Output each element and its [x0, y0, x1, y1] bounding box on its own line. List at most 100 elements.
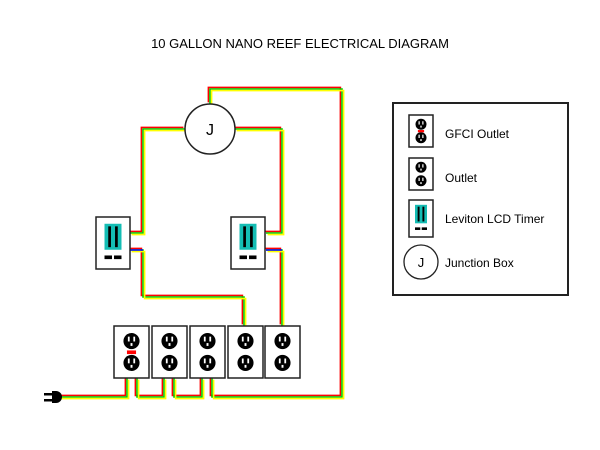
socket-face	[123, 354, 140, 371]
wire-ground	[60, 378, 128, 398]
socket-slot	[422, 134, 424, 138]
socket-slot	[241, 336, 244, 342]
legend: GFCI Outlet Outlet Leviton LCD Timer Jun…	[392, 102, 569, 296]
timer-screen	[104, 223, 122, 250]
socket-face	[161, 354, 178, 371]
timer-bar	[115, 226, 118, 248]
socket-slot	[418, 121, 420, 125]
wire-neutral	[236, 129, 285, 236]
socket-face	[237, 333, 254, 350]
socket-slot	[247, 358, 250, 364]
wire-ground	[209, 88, 343, 398]
socket-ground	[420, 139, 422, 142]
wire-hot	[264, 247, 282, 325]
socket-ground	[168, 364, 171, 368]
wire-neutral	[267, 250, 285, 328]
socket-ground	[168, 343, 171, 346]
socket-slot	[203, 358, 206, 364]
socket-slot	[278, 336, 281, 342]
wire-hot	[128, 126, 184, 233]
wire-hot	[134, 376, 164, 397]
socket-slot	[209, 336, 212, 342]
socket-ground	[206, 343, 209, 346]
timer-button	[415, 227, 421, 230]
timer-left	[95, 216, 131, 270]
socket-slot	[209, 358, 212, 364]
legend-label-outlet: Outlet	[445, 171, 478, 185]
wire-hot	[207, 86, 342, 397]
socket-slot	[418, 134, 420, 138]
socket-face	[274, 354, 291, 371]
socket-ground	[420, 125, 422, 128]
plug-prong	[44, 399, 52, 402]
socket-slot	[133, 336, 136, 342]
outlet-icon	[408, 157, 434, 191]
socket-slot	[247, 336, 250, 342]
socket-slot	[133, 358, 136, 364]
wire-hot	[128, 247, 244, 325]
socket-slot	[278, 358, 281, 364]
diagram-title: 10 GALLON NANO REEF ELECTRICAL DIAGRAM	[151, 36, 449, 51]
socket-ground	[420, 182, 422, 185]
junction-box	[184, 103, 236, 155]
junction-box-icon	[403, 244, 439, 280]
wire-neutral	[131, 129, 187, 236]
junction-box-label: J	[206, 122, 214, 139]
wire-hot	[171, 376, 202, 397]
timer-bar	[243, 226, 246, 248]
plug-prong	[44, 393, 52, 396]
wire-ground	[130, 249, 245, 326]
timer-icon	[408, 199, 434, 238]
socket-ground	[130, 364, 133, 368]
timer-button	[421, 227, 427, 230]
legend-label-timer: Leviton LCD Timer	[445, 212, 544, 226]
outlet	[227, 325, 264, 379]
timer-screen	[415, 204, 427, 224]
wire-ground	[173, 378, 203, 398]
socket-face	[123, 333, 140, 350]
timer-bar	[108, 226, 111, 248]
timer-button	[239, 255, 247, 260]
gfci-outlet	[113, 325, 150, 379]
wire-hot	[58, 376, 127, 397]
wire-ground	[136, 378, 165, 398]
timer-bar	[250, 226, 253, 248]
socket-ground	[281, 364, 284, 368]
socket-slot	[203, 336, 206, 342]
socket-ground	[206, 364, 209, 368]
socket-slot	[284, 336, 287, 342]
wire-ground	[235, 128, 283, 234]
power-plug-icon	[44, 391, 62, 403]
socket-face	[415, 161, 427, 173]
outlet	[189, 325, 226, 379]
gfci-indicator	[126, 350, 137, 355]
socket-face	[199, 354, 216, 371]
timer-button	[114, 255, 122, 260]
socket-slot	[284, 358, 287, 364]
socket-slot	[127, 336, 130, 342]
timer-screen	[239, 223, 257, 250]
socket-slot	[422, 121, 424, 125]
gfci-indicator	[417, 130, 425, 133]
socket-face	[415, 118, 427, 130]
socket-slot	[171, 358, 174, 364]
timer-button	[249, 255, 257, 260]
wire-neutral	[210, 89, 345, 400]
socket-ground	[130, 343, 133, 346]
wiring	[58, 86, 345, 400]
gfci-outlet-icon	[408, 114, 434, 148]
socket-slot	[418, 164, 420, 168]
socket-ground	[244, 343, 247, 346]
socket-slot	[241, 358, 244, 364]
wire-neutral	[131, 250, 247, 328]
legend-label-gfci: GFCI Outlet	[445, 127, 510, 141]
legend-label-junction: Junction Box	[445, 256, 514, 270]
socket-slot	[165, 336, 168, 342]
components: J	[44, 103, 301, 403]
timer-button	[104, 255, 112, 260]
socket-face	[237, 354, 254, 371]
outlet	[151, 325, 188, 379]
socket-face	[274, 333, 291, 350]
socket-ground	[281, 343, 284, 346]
